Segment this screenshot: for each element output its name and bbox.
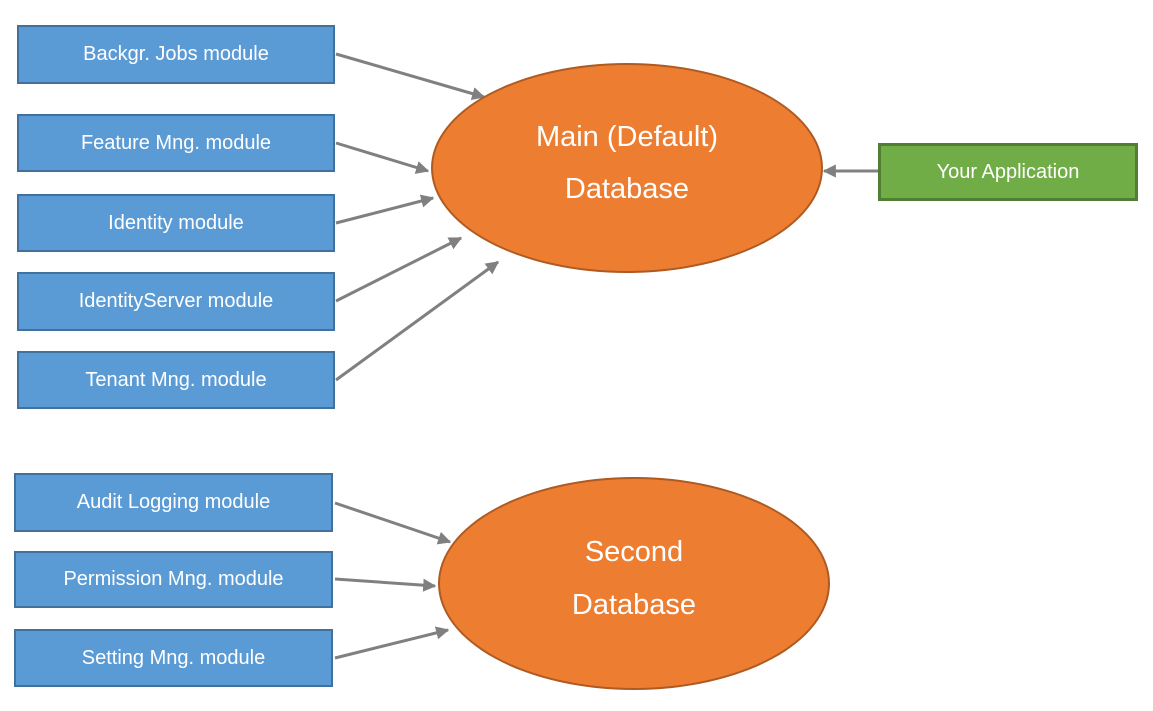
database-second-line2: Database <box>571 588 697 621</box>
module-box-permission-mng: Permission Mng. module <box>14 551 333 608</box>
database-second-line1: Second <box>584 536 684 569</box>
module-box-setting-mng: Setting Mng. module <box>14 629 333 687</box>
arrow-feature-mng-module-to-main-database <box>335 141 430 174</box>
database-second-label: Second Database <box>572 526 696 630</box>
arrow-audit-logging-module-to-second-database <box>334 501 452 545</box>
database-ellipse-second: Second Database <box>438 477 830 690</box>
module-box-tenant-mng: Tenant Mng. module <box>17 351 335 409</box>
module-box-identity: Identity module <box>17 194 335 252</box>
arrow-tenant-mng-module-to-main-database <box>335 260 500 382</box>
database-main-label: Main (Default) Database <box>536 111 718 215</box>
arrow-identityserver-module-to-main-database <box>335 236 463 303</box>
arrow-backgr-jobs-module-to-main-database <box>335 52 486 101</box>
module-box-audit-logging: Audit Logging module <box>14 473 333 532</box>
module-box-identityserver: IdentityServer module <box>17 272 335 331</box>
database-main-line2: Database <box>564 173 690 205</box>
arrow-setting-mng-module-to-second-database <box>334 626 450 660</box>
module-box-backgr-jobs: Backgr. Jobs module <box>17 25 335 84</box>
arrow-permission-mng-module-to-second-database <box>334 577 437 592</box>
arrow-identity-module-to-main-database <box>335 194 435 225</box>
database-main-line1: Main (Default) <box>535 120 719 153</box>
database-ellipse-main: Main (Default) Database <box>431 63 823 273</box>
module-box-feature-mng: Feature Mng. module <box>17 114 335 172</box>
your-application-box: Your Application <box>878 143 1138 201</box>
